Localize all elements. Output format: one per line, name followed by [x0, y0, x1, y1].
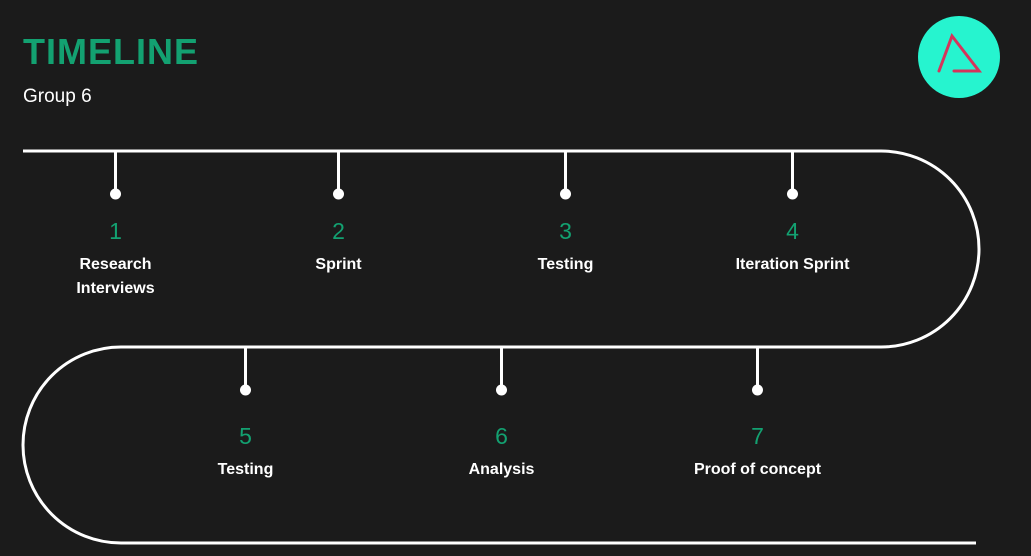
page-title: TIMELINE [23, 31, 199, 72]
step-label: Testing [537, 256, 594, 273]
step-label: Sprint [315, 256, 362, 273]
triangle-logo-icon [918, 16, 1000, 98]
step-label: Research Interviews [76, 256, 155, 297]
step-label: Analysis [468, 461, 535, 478]
timeline-step: 6 Analysis [412, 425, 592, 482]
step-label: Testing [217, 461, 274, 478]
timeline-step: 7 Proof of concept [668, 425, 848, 482]
step-dot [787, 188, 798, 200]
logo-triangle [937, 32, 983, 73]
step-number: 3 [559, 218, 572, 244]
timeline-step: 5 Testing [156, 425, 336, 482]
step-label: Iteration Sprint [735, 256, 850, 273]
step-dot [752, 384, 763, 396]
step-label: Proof of concept [693, 461, 822, 478]
step-number: 2 [332, 218, 345, 244]
group-subtitle: Group 6 [23, 86, 92, 107]
step-dot [496, 384, 507, 396]
step-number: 4 [786, 218, 799, 244]
timeline-step: 4 Iteration Sprint [703, 220, 883, 277]
timeline-step: 3 Testing [476, 220, 656, 277]
step-dot [333, 188, 344, 200]
step-number: 7 [751, 423, 764, 449]
timeline-step: 1 Research Interviews [26, 220, 206, 301]
step-dot [240, 384, 251, 396]
logo [918, 16, 1000, 98]
step-number: 5 [239, 423, 252, 449]
step-dot [110, 188, 121, 200]
timeline-markers [110, 151, 798, 396]
step-number: 1 [109, 218, 122, 244]
logo-circle [918, 16, 1000, 98]
timeline-step: 2 Sprint [249, 220, 429, 277]
step-number: 6 [495, 423, 508, 449]
step-dot [560, 188, 571, 200]
